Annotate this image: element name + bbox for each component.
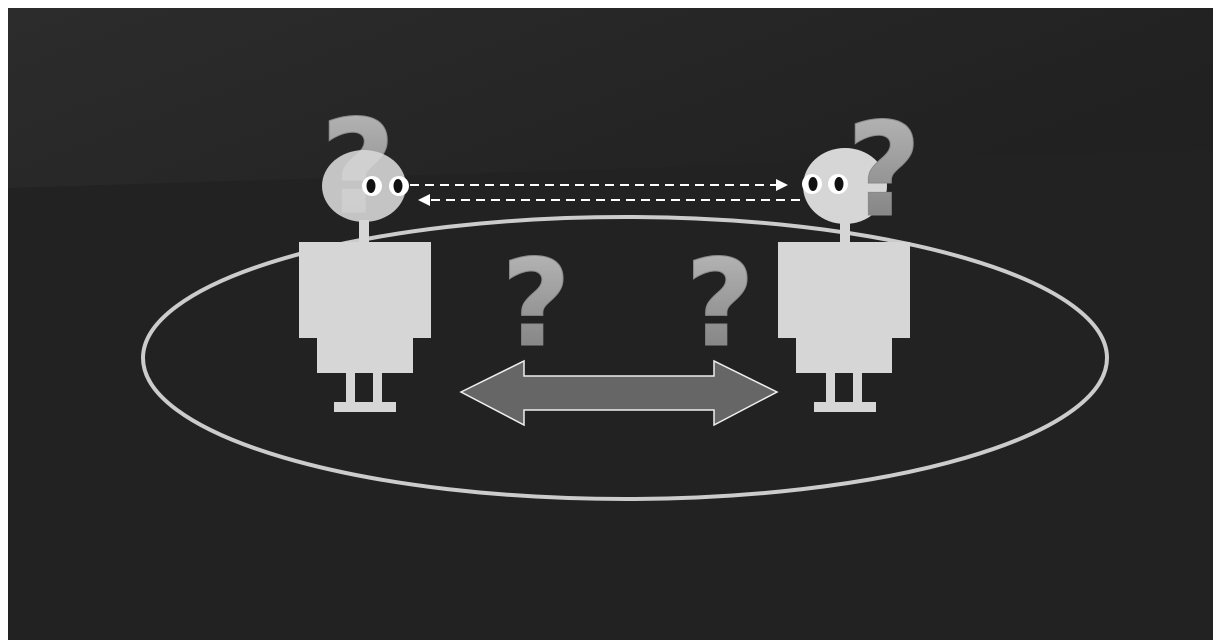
question-mark-center-right: ?	[685, 235, 755, 374]
person-right-right-arm	[892, 242, 910, 338]
person-left-leg-left	[346, 373, 355, 403]
person-left-neck	[359, 220, 369, 242]
person-left-left-arm	[299, 242, 317, 338]
question-mark-center-left: ?	[501, 235, 571, 374]
person-right-left-arm	[778, 242, 796, 338]
person-right-leg-right	[853, 373, 862, 403]
person-right-neck	[840, 222, 850, 242]
person-left-leg-right	[373, 373, 382, 403]
person-left-feet	[334, 402, 396, 412]
person-right-body	[796, 242, 892, 373]
person-left-pupil-1	[367, 179, 376, 193]
person-left-right-arm	[413, 242, 431, 338]
question-mark-right-head: ?	[846, 94, 921, 246]
person-right-feet	[814, 402, 876, 412]
person-right-leg-left	[826, 373, 835, 403]
person-right-pupil-1	[809, 177, 818, 191]
person-left-body	[317, 242, 413, 373]
person-right-pupil-2	[835, 177, 844, 191]
person-left-pupil-2	[394, 179, 403, 193]
